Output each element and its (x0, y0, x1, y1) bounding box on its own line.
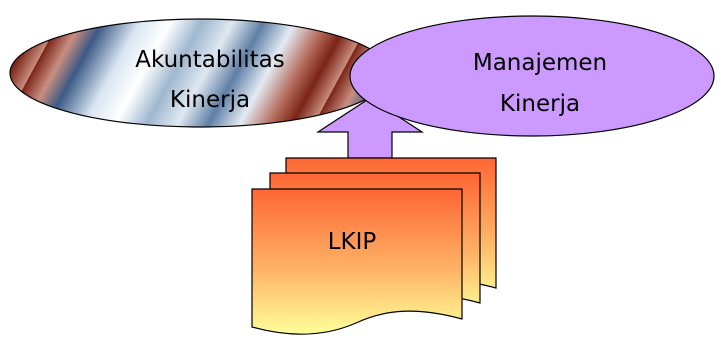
document-sheet-front (251, 188, 463, 335)
manajemen-ellipse (349, 15, 715, 137)
manajemen-kinerja-node: Manajemen Kinerja (349, 15, 715, 137)
akuntabilitas-kinerja-node: Akuntabilitas Kinerja (9, 18, 391, 128)
lkip-label: LKIP (328, 229, 377, 255)
akuntabilitas-label-line1: Akuntabilitas (135, 47, 284, 73)
manajemen-label-line1: Manajemen (473, 50, 607, 76)
manajemen-label-line2: Kinerja (500, 91, 580, 117)
lkip-document-stack: LKIP (251, 157, 497, 335)
akuntabilitas-label-line2: Kinerja (170, 87, 250, 113)
